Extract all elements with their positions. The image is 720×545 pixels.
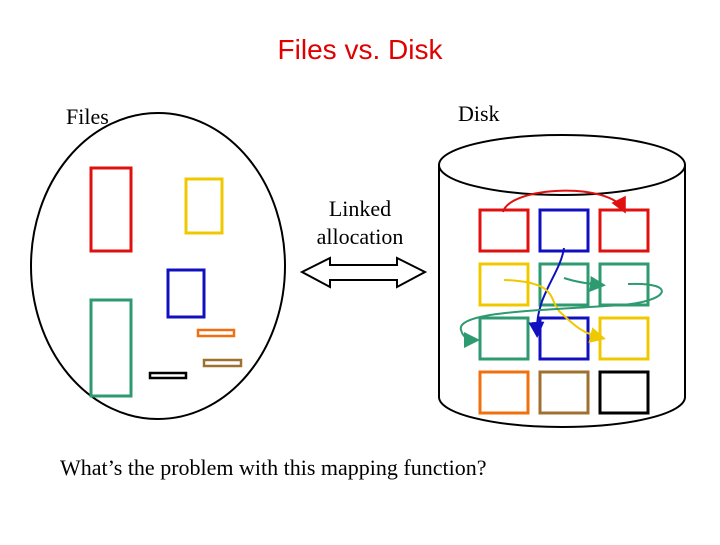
disk-label: Disk bbox=[458, 101, 500, 126]
disk-cylinder-top bbox=[438, 134, 686, 196]
disk-block-yellow-1 bbox=[478, 262, 530, 307]
black-file bbox=[148, 371, 188, 380]
linked-allocation-line1: Linked bbox=[328, 196, 392, 221]
red-link-arrow bbox=[502, 189, 626, 214]
disk-block-green-3 bbox=[478, 316, 530, 361]
mapping-double-arrow bbox=[299, 256, 428, 289]
files-label: Files bbox=[66, 104, 109, 129]
disk-block-green-1 bbox=[538, 262, 590, 307]
orange-file bbox=[196, 328, 236, 338]
yellow-link-arrow bbox=[503, 279, 606, 343]
disk-block-brown bbox=[538, 370, 590, 415]
disk-block-blue-2 bbox=[538, 316, 590, 361]
green-link-arrow-1 bbox=[563, 276, 606, 292]
green-file bbox=[89, 298, 133, 398]
brown-file bbox=[202, 358, 243, 368]
slide-title: Files vs. Disk bbox=[277, 34, 443, 65]
yellow-file bbox=[184, 177, 224, 235]
disk-cylinder-body bbox=[438, 165, 686, 428]
disk-block-black bbox=[598, 370, 650, 415]
linked-allocation-line2: allocation bbox=[316, 224, 404, 249]
blue-link-arrow bbox=[528, 247, 565, 338]
green-link-arrow-2 bbox=[459, 282, 663, 348]
linked-allocation-label: Linked allocation bbox=[300, 195, 420, 251]
question-text: What’s the problem with this mapping fun… bbox=[60, 455, 487, 480]
disk-block-orange bbox=[478, 370, 530, 415]
blue-file bbox=[166, 268, 206, 319]
red-file bbox=[89, 166, 133, 253]
